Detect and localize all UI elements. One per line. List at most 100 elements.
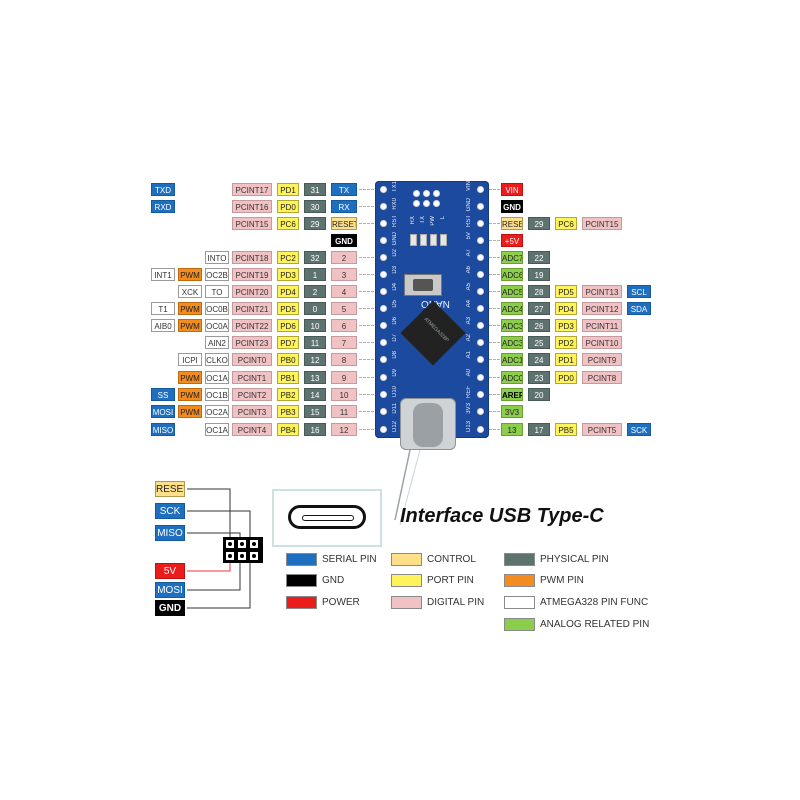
physical-label: 22	[528, 251, 550, 264]
silkscreen-label: A5	[466, 283, 472, 291]
silkscreen-label: A0	[466, 369, 472, 377]
led	[420, 234, 427, 246]
serial-label: SCL	[627, 285, 651, 298]
physical-label: 25	[528, 336, 550, 349]
leader-line	[359, 308, 374, 309]
pin-hole	[477, 408, 484, 415]
serial-label: MOSI	[151, 405, 175, 418]
legend-swatch	[286, 553, 317, 566]
silkscreen-label: D11	[392, 403, 398, 414]
physical-label: 11	[304, 336, 326, 349]
pwm-label: PWM	[178, 371, 202, 384]
port-label: PC6	[277, 217, 299, 230]
board-pin-label: RESET	[501, 217, 523, 230]
leader-line	[489, 429, 500, 430]
legend-swatch	[391, 596, 422, 609]
func-label: ICPI	[178, 353, 202, 366]
leader-line	[489, 394, 500, 395]
silkscreen-label: A1	[466, 351, 472, 359]
pin-hole	[477, 356, 484, 363]
func-label: INT1	[151, 268, 175, 281]
leader-line	[489, 257, 500, 258]
leader-line	[489, 325, 500, 326]
port-label: PD3	[277, 268, 299, 281]
leader-line	[359, 257, 374, 258]
legend-label: GND	[322, 575, 345, 586]
icsp-pin	[226, 552, 234, 560]
port-label: PD1	[277, 183, 299, 196]
serial-label: SDA	[627, 302, 651, 315]
pin-hole	[380, 203, 387, 210]
led-label: TX	[420, 216, 426, 224]
serial-label: MISO	[151, 423, 175, 436]
icsp-pin-label: 5V	[155, 563, 185, 579]
physical-label: 10	[304, 319, 326, 332]
leader-line	[359, 206, 374, 207]
digital-label: PCINT4	[232, 423, 272, 436]
pin-hole	[477, 339, 484, 346]
legend-swatch	[286, 574, 317, 587]
leader-line	[359, 394, 374, 395]
pin-hole	[380, 237, 387, 244]
leader-line	[489, 189, 500, 190]
func-label: AIN2	[205, 336, 229, 349]
pin-hole	[380, 271, 387, 278]
icsp-hole	[433, 190, 440, 197]
legend-swatch	[504, 596, 535, 609]
digital-label: PCINT20	[232, 285, 272, 298]
legend-label: PHYSICAL PIN	[540, 554, 609, 565]
digital-label: PCINT23	[232, 336, 272, 349]
icsp-pin	[238, 552, 246, 560]
board-pin-label: 3V3	[501, 405, 523, 418]
pin-hole	[380, 408, 387, 415]
port-label: PB4	[277, 423, 299, 436]
digital-label: PCINT10	[582, 336, 622, 349]
icsp-hole	[423, 200, 430, 207]
reset-button	[404, 274, 442, 296]
board-pin-label: 12	[331, 423, 357, 436]
physical-label: 13	[304, 371, 326, 384]
port-label: PD2	[555, 336, 577, 349]
legend-label: SERIAL PIN	[322, 554, 377, 565]
port-label: PD4	[277, 285, 299, 298]
icsp-pin-label: MISO	[155, 525, 185, 541]
board-pin-label: ADC6	[501, 268, 523, 281]
silkscreen-label: D10	[392, 386, 398, 398]
legend-label: DIGITAL PIN	[427, 597, 485, 608]
icsp-pin-label: MOSI	[155, 582, 185, 598]
port-label: PB1	[277, 371, 299, 384]
func-label: OC0B	[205, 302, 229, 315]
pin-hole	[380, 339, 387, 346]
pin-hole	[477, 271, 484, 278]
pin-hole	[477, 374, 484, 381]
usb-c-callout	[272, 489, 382, 547]
digital-label: PCINT12	[582, 302, 622, 315]
port-label: PD0	[277, 200, 299, 213]
silkscreen-label: A6	[466, 266, 472, 274]
board-pin-label: ADC5	[501, 285, 523, 298]
digital-label: PCINT11	[582, 319, 622, 332]
func-label: OC2B	[205, 268, 229, 281]
digital-label: PCINT15	[232, 217, 272, 230]
silkscreen-label: D2	[392, 249, 398, 257]
pin-hole	[477, 237, 484, 244]
pwm-label: PWM	[178, 388, 202, 401]
pin-hole	[477, 391, 484, 398]
board-pin-label: 6	[331, 319, 357, 332]
digital-label: PCINT1	[232, 371, 272, 384]
silkscreen-label: A7	[466, 249, 472, 257]
port-label: PB5	[555, 423, 577, 436]
leader-line	[489, 411, 500, 412]
pin-hole	[380, 288, 387, 295]
pin-hole	[380, 391, 387, 398]
digital-label: PCINT18	[232, 251, 272, 264]
digital-label: PCINT3	[232, 405, 272, 418]
physical-label: 29	[528, 217, 550, 230]
pin-hole	[477, 305, 484, 312]
digital-label: PCINT9	[582, 353, 622, 366]
func-label: XCK	[178, 285, 202, 298]
legend-label: CONTROL	[427, 554, 476, 565]
led-label: PW	[430, 216, 436, 226]
leader-line	[489, 342, 500, 343]
port-label: PB0	[277, 353, 299, 366]
